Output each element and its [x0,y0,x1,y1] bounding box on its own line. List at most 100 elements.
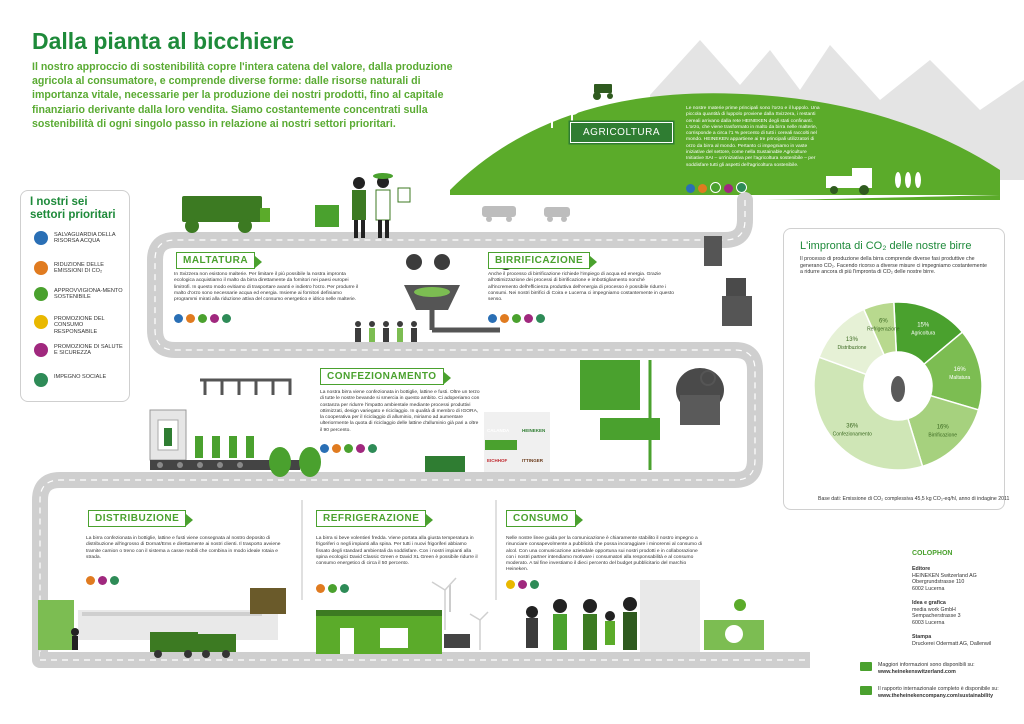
refrigeration-illustration [316,585,470,654]
glass-icon [506,580,515,589]
agricoltura-icons [686,180,750,198]
cars-illustration [482,206,570,222]
footprint-icon [500,314,509,323]
colophon-block-title: Idea e grafica [912,600,946,606]
legend-label: SALVAGUARDIA DELLA RISORSA ACQUA [54,232,116,245]
section-title-birrificazione: BIRRIFICAZIONE [488,252,598,269]
section-text-maltatura: In Svizzera non esistono malterie. Per l… [174,272,359,303]
colophon-design: Idea e grafica media work GmbH Sempacher… [912,600,961,626]
link-caption: Maggiori informazioni sono disponibili s… [878,662,975,668]
brand-label-heineken: HEINEKEN [522,428,546,433]
legend-label: PROMOZIONE DI SALUTE E SICUREZZA [54,344,123,357]
heart-hands-icon [368,444,377,453]
maltatura-icons [174,310,234,328]
refrigerazione-icons [316,580,352,598]
section-text-confezionamento: La nostra birra viene confezionata in bo… [320,390,480,433]
colophon-heading: COLOPHON [912,550,953,557]
colophon-block-title: Stampa [912,634,932,640]
confezionamento-label: CONFEZIONAMENTO [327,371,437,382]
distribution-illustration [38,588,286,658]
farm-truck-illustration [182,196,270,233]
computer-icon [860,662,872,671]
pie-slice-confezionamento [813,356,924,471]
info-link-switzerland[interactable]: Maggiori informazioni sono disponibili s… [860,662,975,675]
footprint-icon [86,576,95,585]
health-icon [518,580,527,589]
section-title-confezionamento: CONFEZIONAMENTO [320,368,451,385]
hops-icon [710,182,721,193]
section-title-agricoltura: AGRICOLTURA [570,122,673,143]
heart-hands-icon [340,584,349,593]
wheat-icon [895,172,921,188]
footprint-icon [186,314,195,323]
water-drop-icon [320,444,329,453]
water-drop-icon [174,314,183,323]
pie-value-label: 16% [954,367,967,373]
colophon-line: media work GmbH [912,606,956,613]
pie-slice-refrigerazione [862,301,898,356]
brand-label-ittinger: ITTINGER [522,458,543,463]
heart-hands-icon [110,576,119,585]
colophon-block-title: Editore [912,566,931,572]
trees-illustration [520,90,581,128]
harvester-illustration [826,168,872,195]
legend-title: I nostri sei settori prioritari [30,196,116,221]
health-icon [524,314,533,323]
colophon-print: Stampa Druckerei Odermatt AG, Dallenwil [912,634,991,647]
colophon-line: HEINEKEN Switzerland AG [912,572,977,579]
birrificazione-label: BIRRIFICAZIONE [495,255,584,266]
colophon-line: Obergrundstrasse 110 [912,579,965,586]
hops-icon [512,314,521,323]
heart-hands-icon [736,182,747,193]
wind-turbines-illustration [431,577,489,650]
workers-illustration [355,321,417,342]
pie-category-label: Birrificazione [928,432,957,438]
birrificazione-icons [488,310,548,328]
section-title-maltatura: MALTATURA [176,252,263,269]
intro-text: Il nostro approccio di sostenibilità cop… [32,61,453,130]
footprint-icon [332,444,341,453]
legend-label: APPROVVIGIONA-MENTO SOSTENIBILE [54,288,123,301]
heart-hands-icon [34,373,48,387]
legend-label: IMPEGNO SOCIALE [54,374,107,380]
farmers-illustration [315,173,411,238]
section-text-distribuzione: La birra confezionata in bottiglie, latt… [86,536,281,560]
pie-value-label: 13% [846,337,859,343]
health-icon [356,444,365,453]
pie-category-label: Confezionamento [833,431,872,437]
maltatura-label: MALTATURA [183,255,249,266]
legend-label: RIDUZIONE DELLE EMISSIONI DI CO₂ [54,262,105,275]
health-icon [98,576,107,585]
bottling-line-illustration [149,378,321,477]
co2-footnote: Base dati: Emissione di CO₂ complessiva … [818,496,1010,502]
pie-category-label: Maltatura [949,375,970,381]
water-drop-icon [34,231,48,245]
water-drop-icon [686,184,695,193]
footprint-icon [891,376,905,402]
hops-icon [198,314,207,323]
pie-value-label: 36% [846,423,859,429]
hops-icon [328,584,337,593]
co2-title: L'impronta di CO₂ delle nostre birre [800,240,972,252]
tractor-icon [593,84,613,100]
distribuzione-icons [86,572,122,590]
brewing-tanks-illustration [404,236,752,333]
beer-crates-illustration [425,412,550,472]
link-url[interactable]: www.theheinekencompany.com/sustainabilit… [878,692,994,699]
link-url[interactable]: www.heinekenswitzerland.com [878,668,956,675]
brand-label-calanda: CALANDA [487,428,510,433]
colophon-editor: Editore HEINEKEN Switzerland AG Obergrun… [912,566,977,592]
health-icon [724,184,733,193]
pie-category-label: Refrigerazione [867,327,900,333]
consumo-label: CONSUMO [513,513,569,524]
colophon-line: Sempacherstrasse 3 [912,613,961,620]
pie-value-label: 16% [937,424,950,430]
page-title: Dalla pianta al bicchiere [32,28,295,54]
info-link-international[interactable]: Il rapporto internazionale completo è di… [860,686,999,699]
fermenters-illustration [580,360,724,470]
pie-value-label: 15% [917,322,930,328]
brand-label-eichhof: EICHHOF [487,458,508,463]
section-text-consumo: Nelle nostre linee guida per la comunica… [506,536,703,573]
hops-icon [34,287,48,301]
